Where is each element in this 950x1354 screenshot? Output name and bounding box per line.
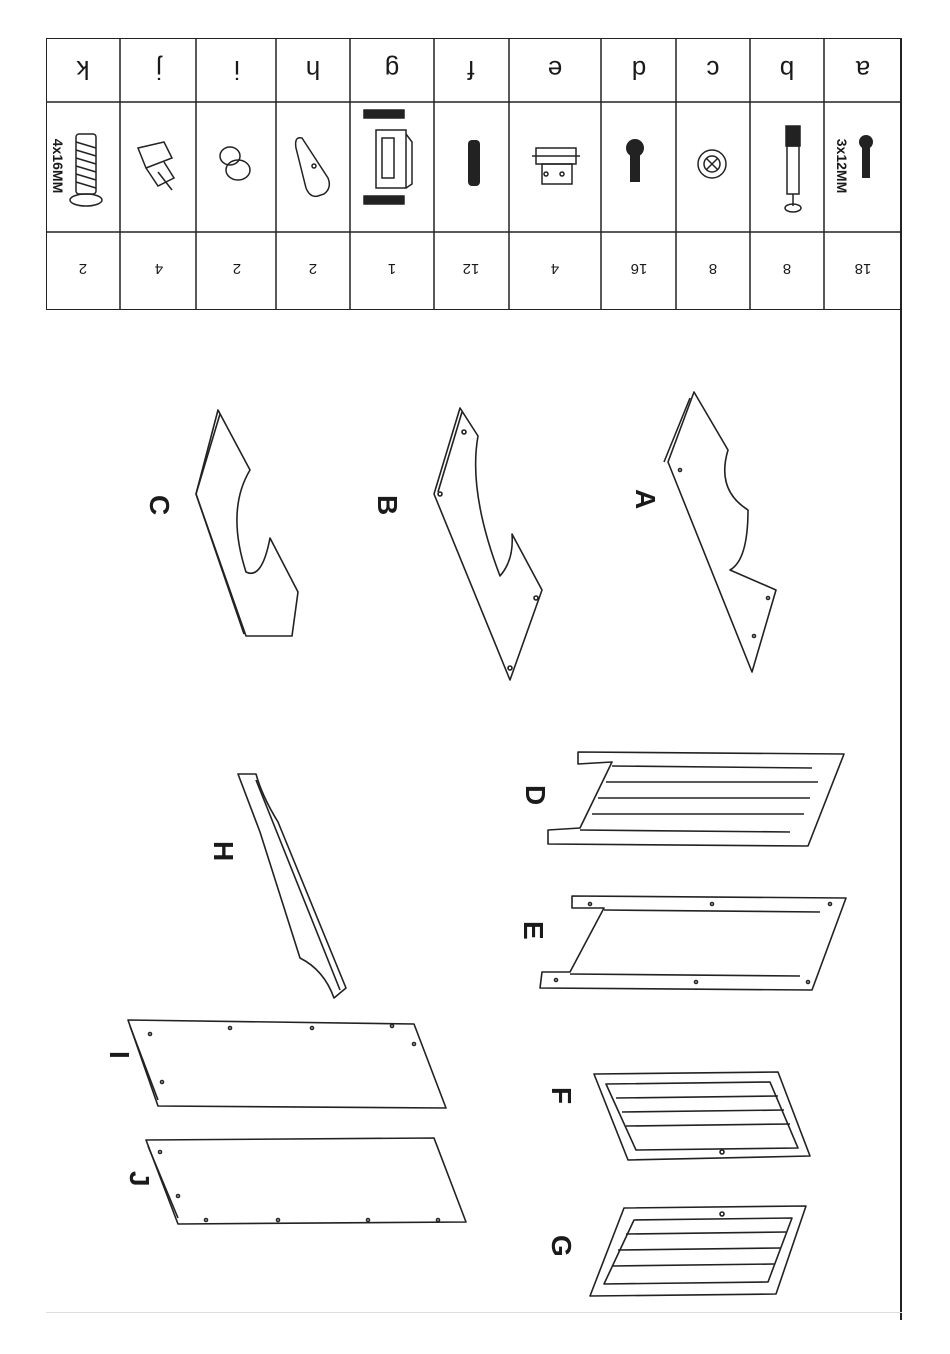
panel-C-drawing [196, 410, 298, 636]
panel-J-drawing [146, 1138, 466, 1224]
part-label-A: A [629, 489, 661, 519]
part-label-H: H [207, 841, 239, 871]
part-label-D: D [519, 785, 551, 815]
part-label-I: I [103, 1051, 135, 1081]
panel-D-drawing [548, 752, 844, 846]
part-label-E: E [517, 921, 549, 951]
part-label-B: B [371, 495, 403, 525]
panel-I-drawing [128, 1020, 446, 1108]
part-label-G: G [545, 1235, 577, 1265]
panel-B-drawing [434, 408, 542, 680]
panel-E-drawing [540, 896, 846, 990]
panel-H-drawing [238, 774, 346, 998]
part-label-F: F [545, 1087, 577, 1117]
panel-G-drawing [590, 1206, 806, 1296]
part-label-J: J [123, 1171, 155, 1201]
panel-A-drawing [664, 392, 776, 672]
panel-F-drawing [594, 1072, 810, 1160]
part-label-C: C [143, 495, 175, 525]
